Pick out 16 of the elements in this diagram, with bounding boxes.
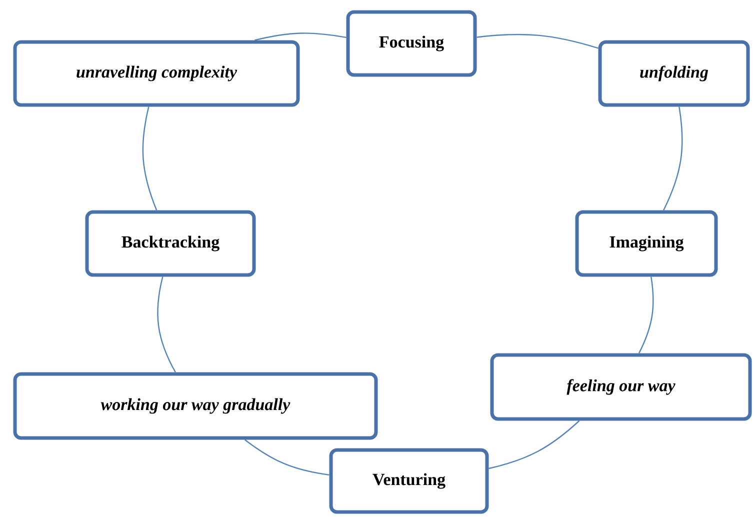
connector-line: [142, 106, 158, 210]
process-box: Backtracking: [85, 210, 256, 277]
process-box: working our way gradually: [13, 372, 378, 440]
process-box: Imagining: [575, 210, 718, 277]
connector-line: [157, 276, 176, 373]
process-box: Venturing: [329, 448, 489, 514]
process-box: Focusing: [346, 10, 477, 77]
process-box: unravelling complexity: [13, 40, 300, 107]
connector-line: [254, 32, 346, 41]
connector-line: [663, 106, 683, 210]
connector-line: [638, 276, 654, 354]
process-box: unfolding: [598, 40, 750, 107]
process-box: feeling our way: [490, 353, 752, 421]
connector-line: [476, 34, 598, 49]
connector-line: [488, 420, 580, 470]
connector-line: [244, 439, 330, 476]
